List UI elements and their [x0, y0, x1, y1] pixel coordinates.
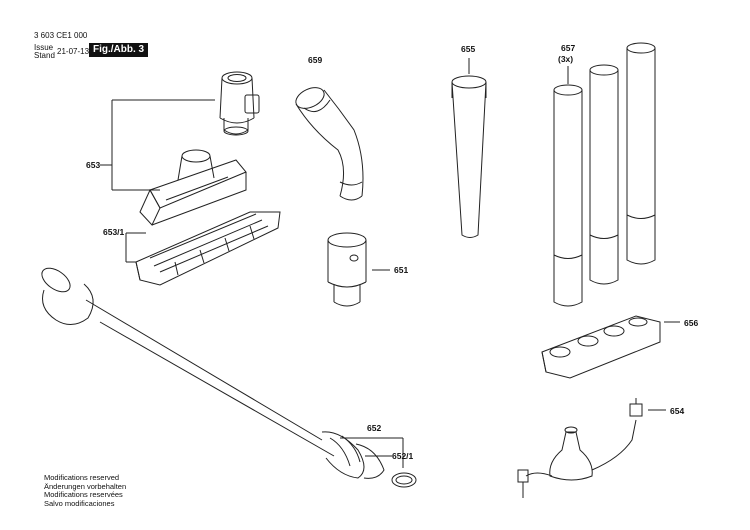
label-654: 654	[670, 406, 684, 416]
label-653: 653	[86, 160, 100, 170]
figure-label: Fig./Abb. 3	[89, 43, 149, 57]
footer-line: Modifications reservées	[44, 490, 123, 500]
label-653-1: 653/1	[103, 227, 125, 237]
issue-date: 21-07-13	[57, 47, 90, 56]
footer-line: Änderungen vorbehalten	[44, 481, 127, 491]
part-655-crevice-tool	[451, 58, 487, 238]
part-651-coupling	[327, 232, 390, 307]
bracket-653	[100, 99, 215, 263]
label-657-quantity: (3x)	[558, 54, 573, 64]
footer-notes: Modifications reserved Änderungen vorbeh…	[44, 473, 127, 508]
part-652-1-clip	[391, 472, 417, 488]
part-653-floor-nozzle	[139, 149, 247, 226]
label-652-1: 652/1	[392, 451, 414, 461]
part-653-adapter	[219, 71, 260, 136]
part-653-1-brush-insert	[135, 211, 281, 286]
footer-line: Modifications reserved	[44, 473, 120, 482]
part-654-inflator-adapter	[517, 398, 666, 498]
label-657: 657	[561, 43, 575, 53]
document-number: 3 603 CE1 000	[34, 31, 88, 40]
label-659: 659	[308, 55, 322, 65]
part-652-hose	[41, 267, 385, 479]
label-655: 655	[461, 44, 475, 54]
label-651: 651	[394, 265, 408, 275]
issue-label: Issue	[34, 43, 54, 52]
part-657-extension-tubes	[553, 42, 656, 307]
bracket-652	[340, 437, 404, 468]
label-656: 656	[684, 318, 698, 328]
footer-line: Salvo modificaciones	[44, 498, 115, 508]
label-652: 652	[367, 423, 381, 433]
part-659-elbow	[295, 87, 364, 201]
part-656-tool-holder	[541, 315, 680, 379]
stand-label: Stand	[34, 51, 55, 60]
